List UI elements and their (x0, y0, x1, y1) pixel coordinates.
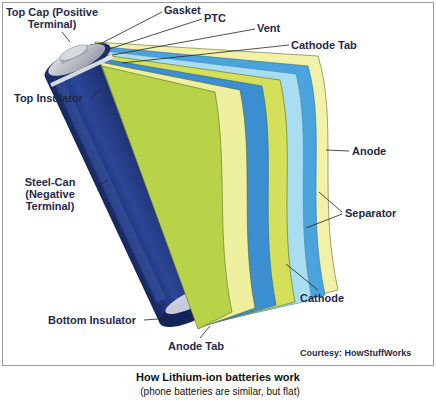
part-label: Vent (257, 22, 280, 34)
part-label: Steel-Can (Negative Terminal) (0, 176, 100, 212)
caption-subtitle: (phone batteries are similar, but flat) (2, 386, 436, 397)
part-label: Anode Tab (168, 340, 224, 352)
leader-line (106, 19, 202, 50)
leader-lines (62, 12, 349, 338)
leader-line (91, 90, 100, 98)
credit-note: Courtesy: HowStuffWorks (300, 348, 411, 359)
part-label: Top Cap (Positive Terminal) (2, 6, 102, 30)
leader-line (144, 318, 172, 320)
caption: How Lithium-ion batteries work (0, 371, 436, 383)
cap-rim (40, 36, 115, 88)
leader-line (100, 12, 162, 44)
part-label: Top Insulator (14, 92, 83, 104)
part-label: Anode (352, 145, 386, 157)
top-cap (39, 33, 116, 88)
cap-terminal-top (58, 42, 89, 64)
leader-line (326, 150, 349, 151)
leader-line (62, 32, 70, 42)
part-label: Separator (345, 207, 396, 219)
leader-line (98, 180, 108, 186)
leader-line (122, 45, 289, 63)
cap-plate (44, 38, 109, 82)
part-label: Cathode (300, 292, 344, 304)
leader-line (286, 264, 318, 290)
leader-line (319, 192, 342, 212)
electrode-sheets (95, 42, 338, 329)
leader-line (200, 326, 210, 338)
leader-line (306, 214, 342, 228)
part-label: Gasket (164, 4, 201, 16)
part-label: PTC (204, 12, 226, 24)
sheet (102, 66, 232, 329)
sheet (100, 62, 255, 328)
part-label: Cathode Tab (291, 39, 357, 51)
part-label: Bottom Insulator (48, 314, 136, 326)
top-insulator (50, 55, 113, 87)
